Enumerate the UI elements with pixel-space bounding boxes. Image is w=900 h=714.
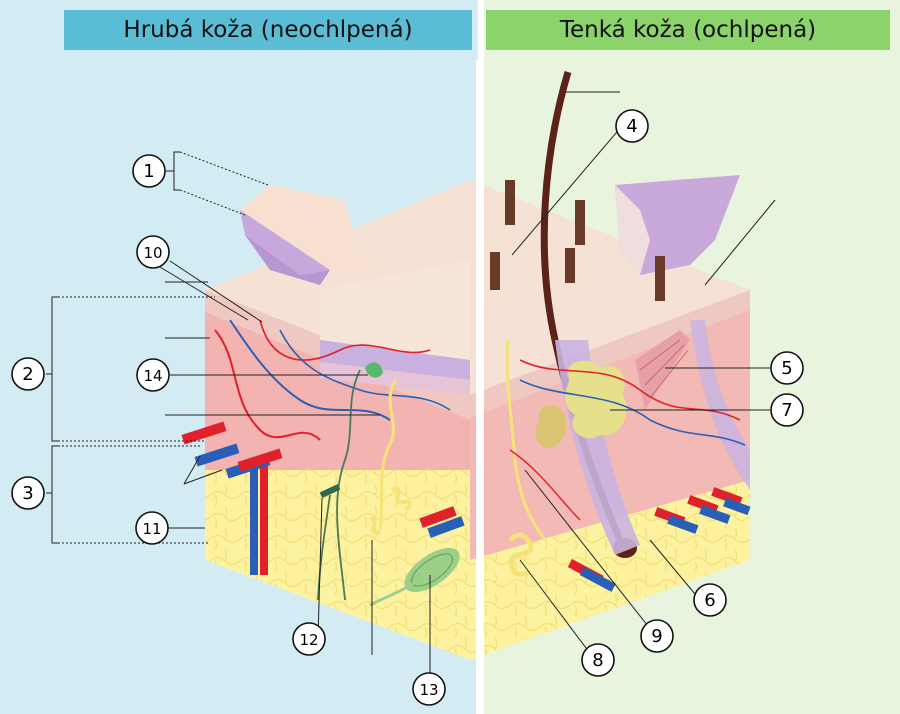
hypodermis-left-face xyxy=(205,470,470,660)
svg-text:1: 1 xyxy=(143,161,154,182)
svg-text:10: 10 xyxy=(143,244,162,262)
svg-text:13: 13 xyxy=(419,681,438,699)
marker-9: 9 xyxy=(640,619,674,653)
svg-text:11: 11 xyxy=(142,520,161,538)
marker-4: 4 xyxy=(615,109,649,143)
svg-text:5: 5 xyxy=(781,358,792,379)
marker-1: 1 xyxy=(132,154,166,188)
thick-skin-flap xyxy=(240,185,380,285)
marker-5: 5 xyxy=(770,351,804,385)
lamellar-corpuscle xyxy=(369,547,460,607)
svg-text:2: 2 xyxy=(22,364,33,385)
blood-vessels-left xyxy=(181,319,465,575)
marker-3: 3 xyxy=(11,476,45,510)
marker-10: 10 xyxy=(136,235,170,269)
sebaceous-gland xyxy=(535,360,627,448)
thin-skin-flap xyxy=(615,175,740,275)
marker-8: 8 xyxy=(581,643,615,677)
arrector-pili-muscle xyxy=(635,330,690,410)
svg-text:9: 9 xyxy=(651,626,662,647)
epidermis-right-strip xyxy=(470,290,750,418)
svg-text:14: 14 xyxy=(143,367,162,385)
blood-vessels-right xyxy=(509,359,751,592)
svg-text:8: 8 xyxy=(592,650,603,671)
svg-text:6: 6 xyxy=(704,590,715,611)
skin-block xyxy=(205,60,750,714)
nerves-left xyxy=(317,362,383,601)
marker-13: 13 xyxy=(412,672,446,706)
marker-14: 14 xyxy=(136,358,170,392)
thick-skin-epidermis-slab xyxy=(320,260,470,395)
title-thick-skin: Hrubá koža (neochlpená) xyxy=(64,10,472,50)
svg-text:4: 4 xyxy=(626,116,637,137)
sweat-glands-left xyxy=(368,379,412,535)
marker-7: 7 xyxy=(770,393,804,427)
svg-text:3: 3 xyxy=(22,483,33,504)
title-thin-skin: Tenká koža (ochlpená) xyxy=(486,10,890,50)
marker-6: 6 xyxy=(693,583,727,617)
marker-11: 11 xyxy=(135,511,169,545)
marker-12: 12 xyxy=(292,622,326,656)
svg-text:12: 12 xyxy=(299,631,318,649)
svg-text:7: 7 xyxy=(781,400,792,421)
marker-2: 2 xyxy=(11,357,45,391)
sweat-gland-right xyxy=(505,339,547,577)
leader-lines xyxy=(46,91,776,688)
